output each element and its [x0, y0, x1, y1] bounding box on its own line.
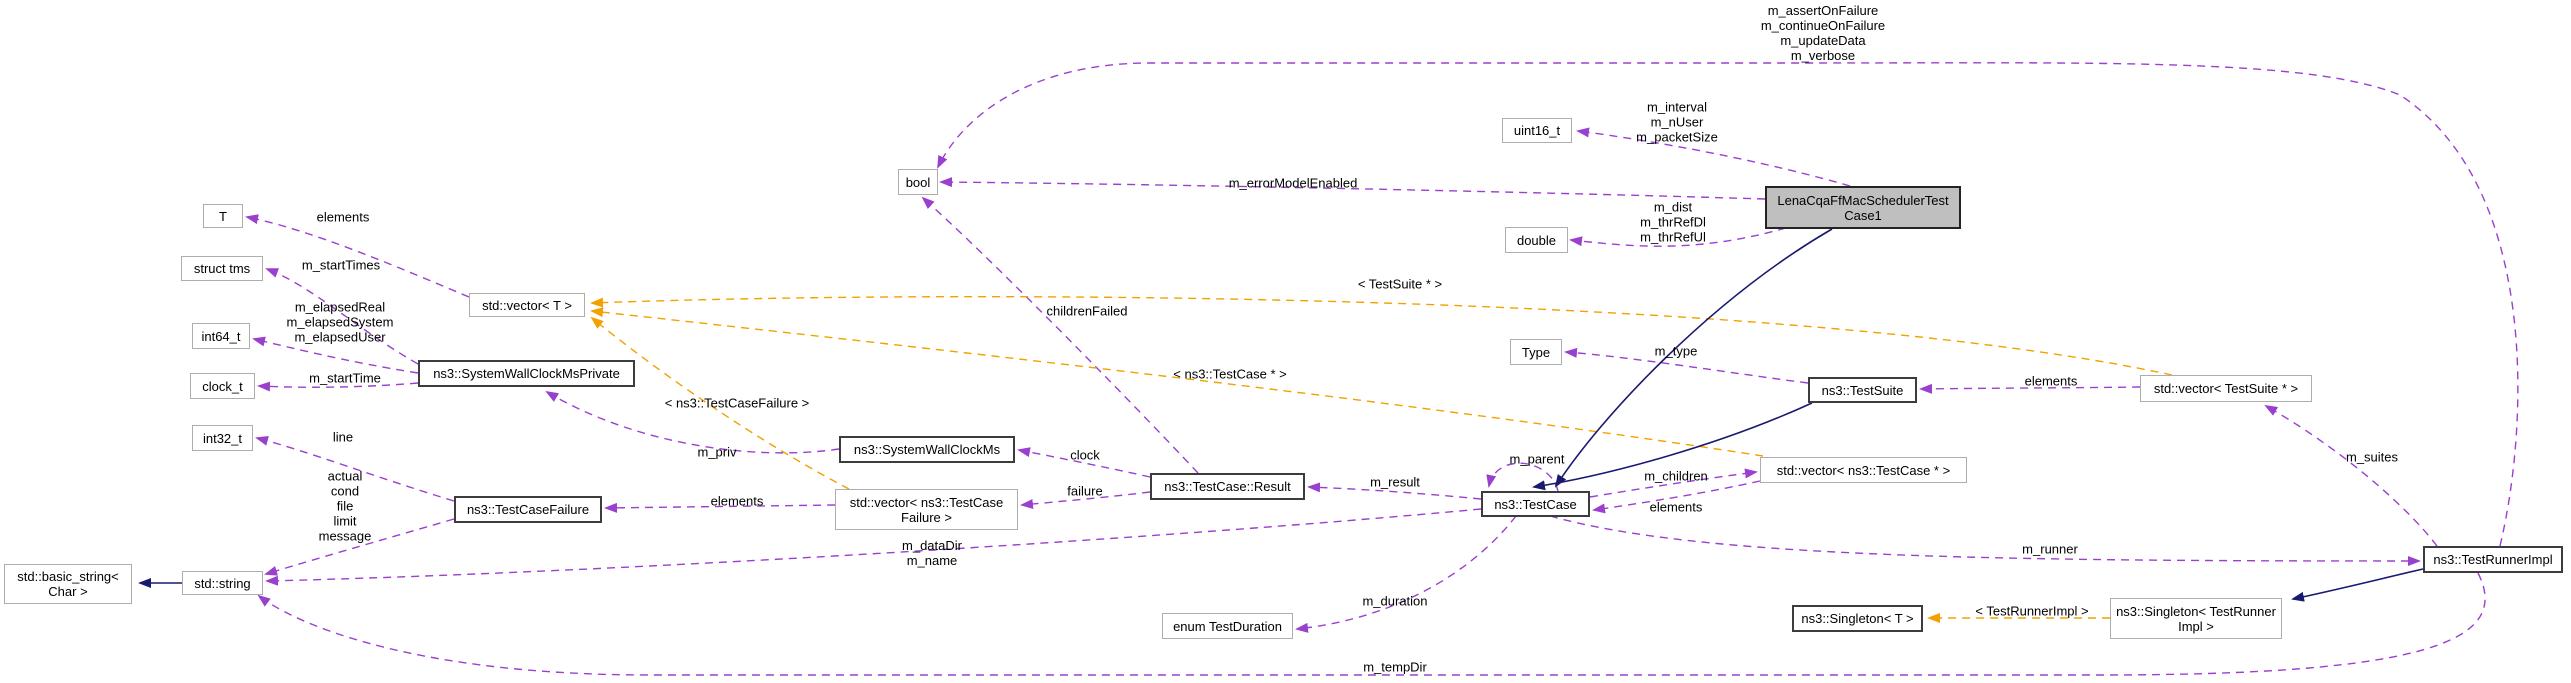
edge-m-datadir	[265, 508, 1482, 586]
edge-inherit-testsuite-testcase	[1532, 402, 1813, 491]
label-m-runner: m_runner	[2022, 541, 2078, 557]
label-elements-tcf: elements	[710, 493, 764, 509]
label-m-suites: m_suites	[2345, 449, 2399, 465]
label-failure: failure	[1067, 483, 1103, 499]
label-m-tempdir: m_tempDir	[1363, 659, 1427, 675]
edge-m-children	[1589, 468, 1758, 498]
node-bool[interactable]: bool	[898, 169, 938, 195]
label-m-result: m_result	[1370, 474, 1420, 490]
label-start-time: m_startTime	[309, 370, 381, 386]
node-testcasefailure[interactable]: ns3::TestCaseFailure	[454, 496, 602, 523]
edge-m-tempdir	[257, 572, 2486, 676]
edge-line	[255, 435, 455, 502]
edge-m-type	[1564, 347, 1809, 384]
node-basic-string[interactable]: std::basic_string< Char >	[4, 564, 132, 604]
node-int32-t[interactable]: int32_t	[192, 425, 253, 451]
label-template-ts: < TestSuite * >	[1357, 276, 1443, 292]
label-elements-ts: elements	[2024, 373, 2078, 389]
label-m-type: m_type	[1654, 343, 1698, 359]
node-double[interactable]: double	[1505, 227, 1568, 253]
edge-m-runner	[1549, 515, 2421, 566]
edge-interval	[1576, 127, 1851, 187]
edge-elements-tc	[1592, 480, 1761, 514]
node-vector-testcasefailure[interactable]: std::vector< ns3::TestCase Failure >	[835, 489, 1018, 530]
label-children-failed: childrenFailed	[1046, 303, 1128, 319]
label-template-tcf: < ns3::TestCaseFailure >	[664, 395, 810, 411]
label-failure-fields: actual cond file limit message	[318, 468, 372, 544]
label-assert-flags: m_assertOnFailure m_continueOnFailure m_…	[1760, 3, 1886, 63]
edge-elements-t	[245, 214, 470, 298]
label-m-duration: m_duration	[1362, 593, 1428, 609]
label-clock: clock	[1070, 447, 1100, 463]
edge-m-duration	[1295, 515, 1517, 633]
node-t[interactable]: T	[203, 204, 243, 228]
node-systemwallclockms[interactable]: ns3::SystemWallClockMs	[839, 436, 1015, 463]
label-interval: m_interval m_nUser m_packetSize	[1636, 99, 1718, 145]
node-testrunnerimpl[interactable]: ns3::TestRunnerImpl	[2423, 546, 2563, 573]
edge-template-tc-ptr	[590, 307, 1764, 457]
node-vector-testsuite-ptr[interactable]: std::vector< TestSuite * >	[2140, 375, 2312, 402]
node-singleton-t[interactable]: ns3::Singleton< T >	[1792, 605, 1923, 632]
node-vector-t[interactable]: std::vector< T >	[469, 293, 585, 317]
node-vector-testcase-ptr[interactable]: std::vector< ns3::TestCase * >	[1760, 457, 1967, 483]
node-struct-tms[interactable]: struct tms	[181, 256, 263, 281]
label-error-model: m_errorModelEnabled	[1228, 175, 1358, 191]
node-int64-t[interactable]: int64_t	[192, 323, 250, 349]
label-m-datadir: m_dataDir m_name	[902, 538, 962, 568]
edge-m-suites	[2264, 405, 2438, 547]
edge-start-time	[257, 381, 419, 392]
edge-error-model	[939, 177, 1766, 200]
edge-m-parent-loop	[1486, 462, 1559, 492]
label-elements-t: elements	[316, 209, 370, 225]
edge-assert-flags	[937, 62, 2519, 547]
edge-children-failed	[921, 196, 1199, 474]
node-testsuite[interactable]: ns3::TestSuite	[1808, 377, 1917, 403]
edge-template-tcf	[590, 316, 850, 490]
label-m-parent: m_parent	[1509, 451, 1565, 467]
node-enum-testduration[interactable]: enum TestDuration	[1162, 613, 1293, 639]
label-elapsed: m_elapsedReal m_elapsedSystem m_elapsedU…	[286, 299, 394, 345]
node-type[interactable]: Type	[1510, 339, 1562, 365]
node-main-class: LenaCqaFfMacSchedulerTest Case1	[1765, 186, 1961, 229]
node-clock-t[interactable]: clock_t	[190, 373, 255, 399]
edge-m-priv	[545, 390, 840, 454]
edge-inherit-runner-singleton	[2291, 568, 2424, 602]
edge-elements-tcf	[604, 502, 836, 513]
label-template-tri: < TestRunnerImpl >	[1975, 603, 2089, 619]
node-singleton-testrunnerimpl[interactable]: ns3::Singleton< TestRunner Impl >	[2110, 598, 2282, 639]
edge-template-ts-ptr	[590, 295, 2173, 376]
node-systemwallclockms-private[interactable]: ns3::SystemWallClockMsPrivate	[418, 360, 635, 387]
label-m-priv: m_priv	[697, 444, 737, 460]
label-template-tc: < ns3::TestCase * >	[1173, 366, 1287, 382]
node-testcase-result[interactable]: ns3::TestCase::Result	[1150, 473, 1305, 500]
label-elements-tc: elements	[1649, 499, 1703, 515]
edge-failure	[1020, 491, 1151, 509]
label-line: line	[332, 429, 354, 445]
label-m-children: m_children	[1644, 468, 1708, 484]
edge-start-times	[265, 268, 419, 365]
edge-m-result	[1307, 482, 1482, 500]
edge-inherit-main-testcase	[1554, 228, 1833, 488]
label-dist: m_dist m_thrRefDl m_thrRefUl	[1640, 199, 1706, 245]
label-start-times: m_startTimes	[301, 257, 381, 273]
node-testcase[interactable]: ns3::TestCase	[1481, 491, 1590, 517]
edge-clock	[1017, 447, 1151, 478]
edge-dist	[1569, 227, 1787, 247]
node-uint16-t[interactable]: uint16_t	[1502, 118, 1572, 143]
node-std-string[interactable]: std::string	[182, 571, 263, 595]
